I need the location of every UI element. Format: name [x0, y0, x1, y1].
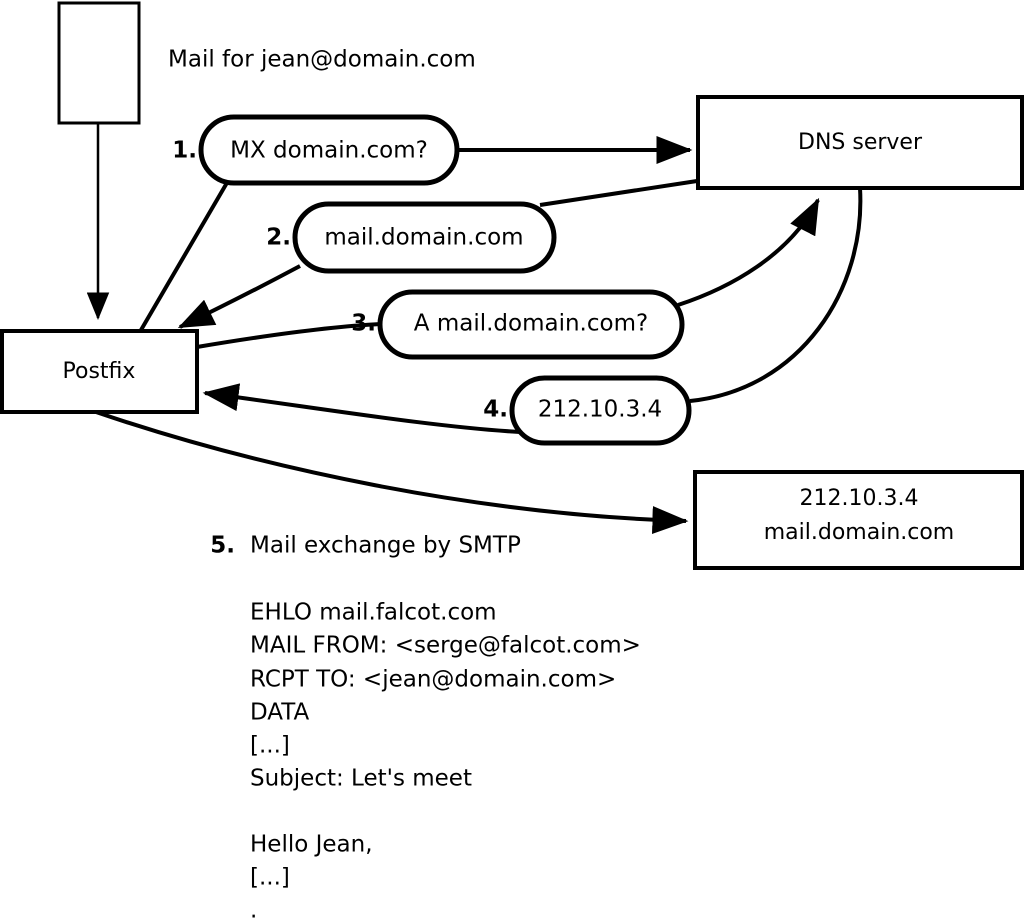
mail-for-note: Mail for jean@domain.com	[168, 47, 476, 73]
balloon-3-label: A mail.domain.com?	[414, 311, 648, 337]
edge-postfix-to-balloon1	[139, 179, 230, 332]
dns-server-box	[696, 95, 1024, 190]
edge-postfix-to-remote-smtp	[95, 410, 689, 535]
smtp-line-9: .	[250, 898, 257, 919]
sender-box	[57, 1, 141, 125]
step-number-1: 1.	[172, 138, 197, 164]
step-number-3: 3.	[351, 311, 376, 337]
balloon-1-label: MX domain.com?	[230, 138, 428, 164]
smtp-line-1: MAIL FROM: <serge@falcot.com>	[250, 633, 641, 659]
smtp-line-5: Subject: Let's meet	[250, 766, 472, 792]
edge-dns-to-balloon2	[539, 179, 698, 207]
postfix-label: Postfix	[63, 359, 136, 384]
balloon-1-shape	[198, 114, 460, 186]
remote-mail-server-box	[693, 470, 1024, 570]
edge-balloon4-to-postfix	[202, 383, 521, 434]
remote-mail-server-host: mail.domain.com	[764, 520, 955, 545]
smtp-line-4: [...]	[250, 733, 290, 759]
balloon-4-label: 212.10.3.4	[538, 397, 662, 423]
balloon-2-label: mail.domain.com	[324, 225, 523, 251]
smtp-line-3: DATA	[250, 700, 310, 726]
edge-balloon3-to-dns	[677, 197, 820, 307]
remote-mail-server-ip: 212.10.3.4	[800, 486, 919, 511]
smtp-line-0: EHLO mail.falcot.com	[250, 600, 497, 626]
smtp-line-2: RCPT TO: <jean@domain.com>	[250, 667, 616, 693]
step-5-caption: Mail exchange by SMTP	[250, 533, 521, 559]
smtp-line-8: [...]	[250, 865, 290, 891]
balloon-4-shape	[509, 375, 692, 446]
edge-postfix-to-balloon3	[196, 322, 382, 349]
postfix-box	[0, 329, 199, 414]
balloon-2-shape	[292, 201, 557, 274]
balloon-3-shape	[377, 289, 685, 360]
edge-dns-to-balloon4	[689, 187, 863, 403]
dns-server-label: DNS server	[798, 130, 923, 155]
edge-balloon2-to-postfix	[177, 264, 301, 329]
step-number-2: 2.	[266, 225, 291, 251]
smtp-line-7: Hello Jean,	[250, 832, 373, 858]
step-number-4: 4.	[483, 397, 508, 423]
step-number-5: 5.	[210, 533, 235, 559]
